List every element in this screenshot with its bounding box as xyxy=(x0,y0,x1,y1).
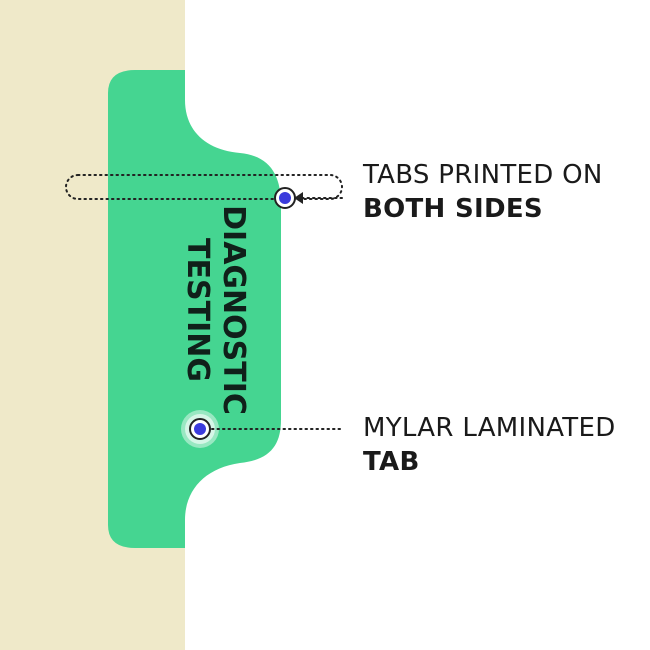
arrow-left-icon xyxy=(294,192,303,204)
divider-tab xyxy=(108,70,281,548)
mylar-marker-dot xyxy=(194,423,206,435)
tab-label-line1: DIAGNOSTIC xyxy=(216,205,251,415)
callout-both-sides-line2: BOTH SIDES xyxy=(363,194,543,224)
both-sides-loop xyxy=(65,174,343,200)
callout-mylar-line1: MYLAR LAMINATED xyxy=(363,413,616,443)
callout-mylar: MYLAR LAMINATED TAB xyxy=(363,411,616,479)
callout-mylar-line2: TAB xyxy=(363,447,420,477)
both-sides-marker-dot xyxy=(279,192,291,204)
callout-both-sides: TABS PRINTED ON BOTH SIDES xyxy=(363,158,603,226)
callout-both-sides-line1: TABS PRINTED ON xyxy=(363,160,603,190)
tab-label-line2: TESTING xyxy=(180,238,215,382)
